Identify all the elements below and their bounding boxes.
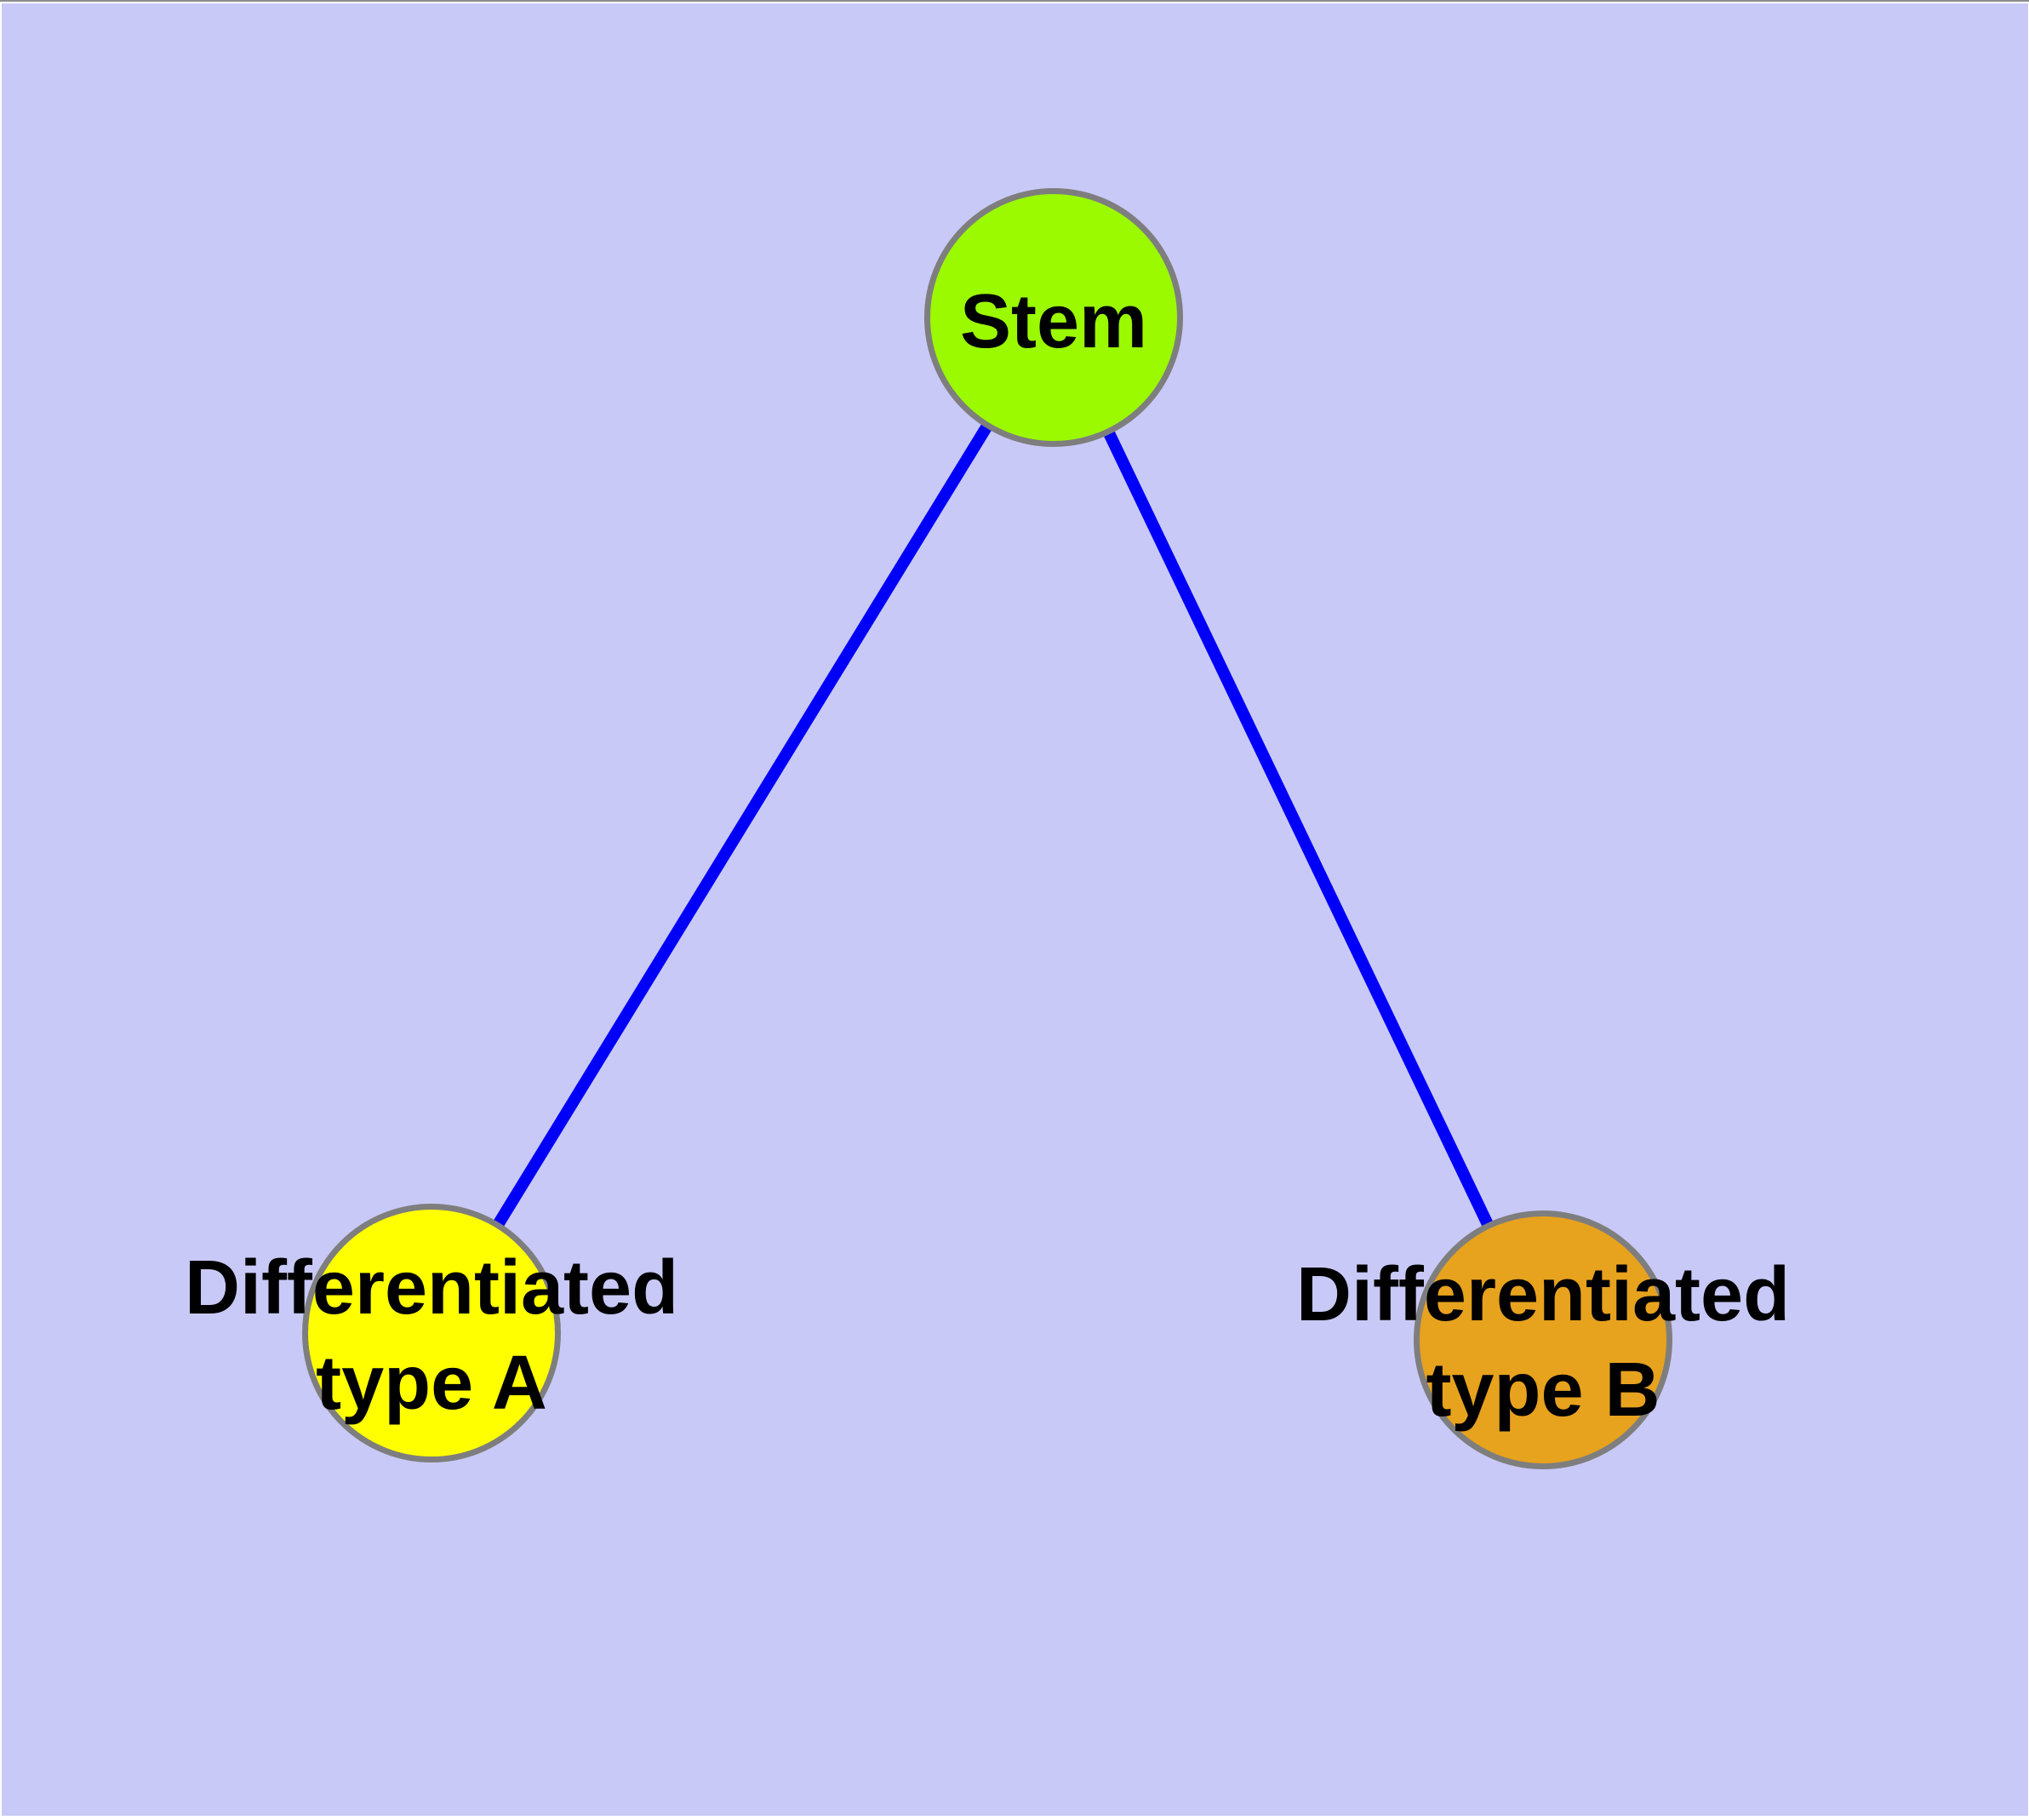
node-differentiated-type-a bbox=[302, 1204, 561, 1462]
window-top-border bbox=[0, 0, 2029, 2]
label-line: type A bbox=[316, 1341, 547, 1426]
edge-stem-to-differentiated-type-b bbox=[1048, 314, 1549, 1343]
label-line: Differentiated bbox=[1295, 1252, 1791, 1337]
node-stem-label: Stem bbox=[960, 274, 1147, 369]
label-line: Stem bbox=[959, 279, 1148, 364]
label-line: type B bbox=[1426, 1348, 1660, 1433]
node-differentiated-type-a-label: Differentiated type A bbox=[185, 1240, 678, 1431]
node-differentiated-type-b-label: Differentiated type B bbox=[1296, 1247, 1790, 1438]
edge-stem-to-differentiated-type-a bbox=[426, 314, 1059, 1336]
node-stem bbox=[924, 188, 1183, 447]
label-line: Differentiated bbox=[184, 1245, 679, 1331]
node-differentiated-type-b bbox=[1414, 1210, 1672, 1469]
